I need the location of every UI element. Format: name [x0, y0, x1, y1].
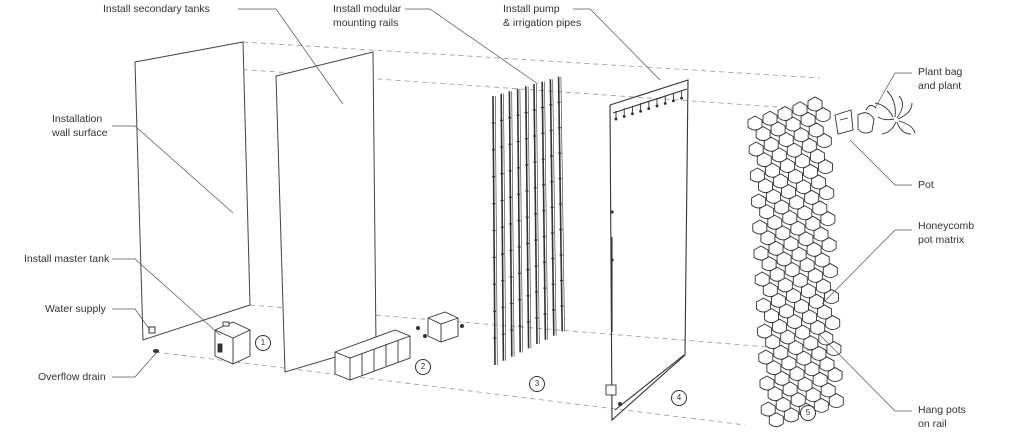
label-pot: Pot — [918, 179, 934, 191]
irrigation-frame — [609, 79, 689, 422]
label-hang-pots-line1: Hang pots — [918, 404, 966, 416]
step-5-marker: 5 — [800, 405, 816, 421]
water-supply-fitting — [148, 326, 156, 334]
mounting-rails — [491, 76, 565, 366]
label-plant-bag-line1: Plant bag — [918, 66, 963, 78]
overflow-drain-fitting — [153, 349, 159, 353]
step-4-marker: 4 — [671, 390, 687, 406]
step-2-marker: 2 — [415, 359, 431, 375]
label-honeycomb-line2: pot matrix — [918, 234, 965, 246]
label-modular-rails-line2: mounting rails — [333, 17, 399, 29]
label-honeycomb-line1: Honeycomb — [918, 220, 975, 232]
label-plant-bag-line2: and plant — [918, 80, 962, 92]
label-water-supply: Water supply — [45, 303, 106, 315]
irrigation-pipes — [605, 90, 684, 406]
label-secondary-tanks: Install secondary tanks — [103, 3, 210, 15]
step-1-marker: 1 — [255, 335, 271, 351]
honeycomb-matrix — [747, 96, 844, 428]
wall-surface-panel — [134, 41, 251, 341]
label-overflow-drain: Overflow drain — [38, 371, 106, 383]
label-pump-line1: Install pump — [503, 3, 560, 15]
master-tank — [214, 321, 251, 365]
secondary-tanks — [334, 311, 459, 381]
label-master-tank: Install master tank — [24, 253, 110, 265]
plant-bag-pot-plant — [834, 90, 916, 135]
step-3-marker: 3 — [529, 376, 545, 392]
perspective-guides — [134, 41, 831, 426]
secondary-panel — [275, 51, 377, 373]
label-pump-line2: & irrigation pipes — [503, 17, 582, 29]
label-hang-pots-line2: on rail — [918, 418, 947, 430]
leader-lines — [112, 8, 912, 412]
label-wall-line2: wall surface — [52, 127, 108, 139]
label-wall-line1: Installation — [52, 113, 103, 125]
label-modular-rails-line1: Install modular — [333, 3, 402, 15]
